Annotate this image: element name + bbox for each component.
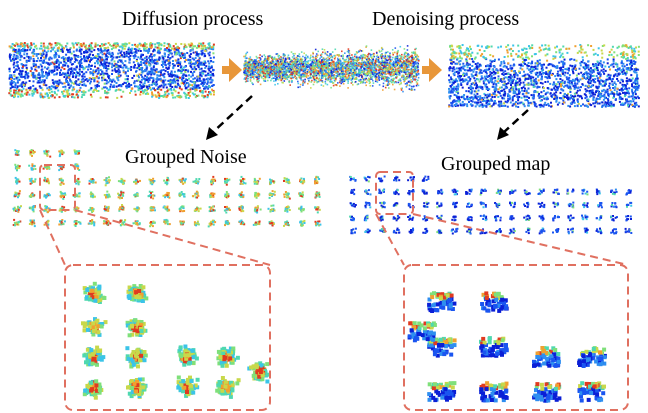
denoised-point-cloud <box>448 44 640 108</box>
grouped-map-label: Grouped map <box>441 153 550 175</box>
orange-arrow-icon <box>222 58 242 82</box>
noise-point-cloud <box>243 45 420 93</box>
dashed-arrow-icon <box>206 95 253 140</box>
input-point-cloud <box>8 42 215 99</box>
denoising-process-label: Denoising process <box>372 8 519 30</box>
orange-arrow-icon <box>422 58 442 82</box>
grouped-map-cloud <box>349 175 633 235</box>
dashed-arrow-icon <box>497 109 529 140</box>
grouped-map-zoom-detail <box>407 291 607 403</box>
zoom-connector-right <box>375 171 629 411</box>
grouped-noise-label: Grouped Noise <box>125 146 247 168</box>
diffusion-process-label: Diffusion process <box>122 8 263 30</box>
grouped-noise-zoom-detail <box>81 281 270 400</box>
zoom-connector-left <box>39 164 271 411</box>
grouped-noise-cloud <box>12 149 322 228</box>
